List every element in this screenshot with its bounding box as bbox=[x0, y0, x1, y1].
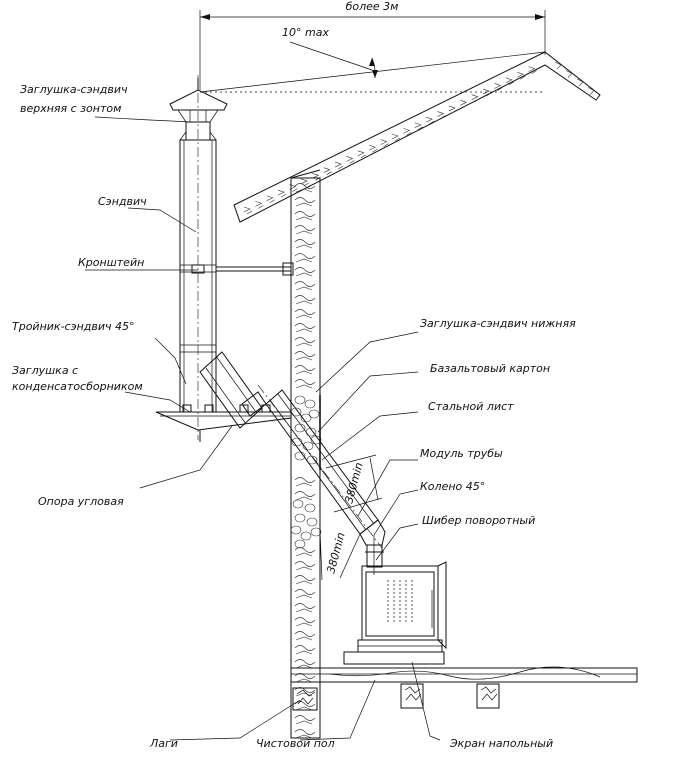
gap-dimension-upper: 380min bbox=[325, 454, 383, 513]
label-bottom-cap: Заглушка-сэндвич нижняя bbox=[420, 317, 576, 330]
label-condensate-cap-line1: Заглушка с bbox=[12, 364, 78, 377]
label-damper: Шибер поворотный bbox=[422, 514, 535, 527]
labels: Заглушка-сэндвич верхняя с зонтом Сэндви… bbox=[12, 83, 576, 750]
rotary-damper bbox=[365, 535, 384, 575]
label-pipe-module: Модуль трубы bbox=[420, 447, 503, 460]
label-joists: Лаги bbox=[149, 737, 178, 750]
top-cap-umbrella bbox=[169, 78, 228, 123]
label-sandwich: Сэндвич bbox=[98, 195, 147, 208]
span-dimension-label: более 3м bbox=[346, 0, 399, 13]
stove bbox=[343, 561, 447, 665]
label-corner-support: Опора угловая bbox=[38, 495, 124, 508]
angle-dimension: 10° max bbox=[199, 26, 546, 93]
wall-pass-through-insulation bbox=[290, 395, 322, 549]
label-basalt: Базальтовый картон bbox=[430, 362, 550, 375]
label-top-cap-line2: верхняя с зонтом bbox=[20, 102, 121, 115]
tee-45 bbox=[199, 351, 267, 429]
angle-dimension-label: 10° max bbox=[282, 26, 329, 39]
span-dimension: более 3м bbox=[199, 0, 546, 90]
label-elbow: Колено 45° bbox=[420, 480, 485, 493]
label-condensate-cap-line2: конденсатосборником bbox=[12, 380, 143, 393]
wall bbox=[290, 169, 321, 739]
wall-bracket bbox=[191, 262, 294, 276]
roof bbox=[233, 51, 601, 223]
label-steel-sheet: Стальной лист bbox=[428, 400, 514, 413]
finish-floor bbox=[290, 666, 638, 683]
corner-support bbox=[155, 404, 292, 442]
label-tee: Тройник-сэндвич 45° bbox=[12, 320, 135, 333]
label-top-cap-line1: Заглушка-сэндвич bbox=[20, 83, 128, 96]
label-bracket: Кронштейн bbox=[78, 256, 144, 269]
floor-joists bbox=[292, 683, 500, 711]
label-finish-floor: Чистовой пол bbox=[256, 737, 335, 750]
gap-dimension-lower: 380min bbox=[319, 529, 361, 581]
elbow-45 bbox=[359, 519, 386, 546]
label-floor-screen: Экран напольный bbox=[449, 737, 553, 750]
leader-lines bbox=[85, 116, 441, 741]
vertical-chimney bbox=[179, 75, 217, 440]
